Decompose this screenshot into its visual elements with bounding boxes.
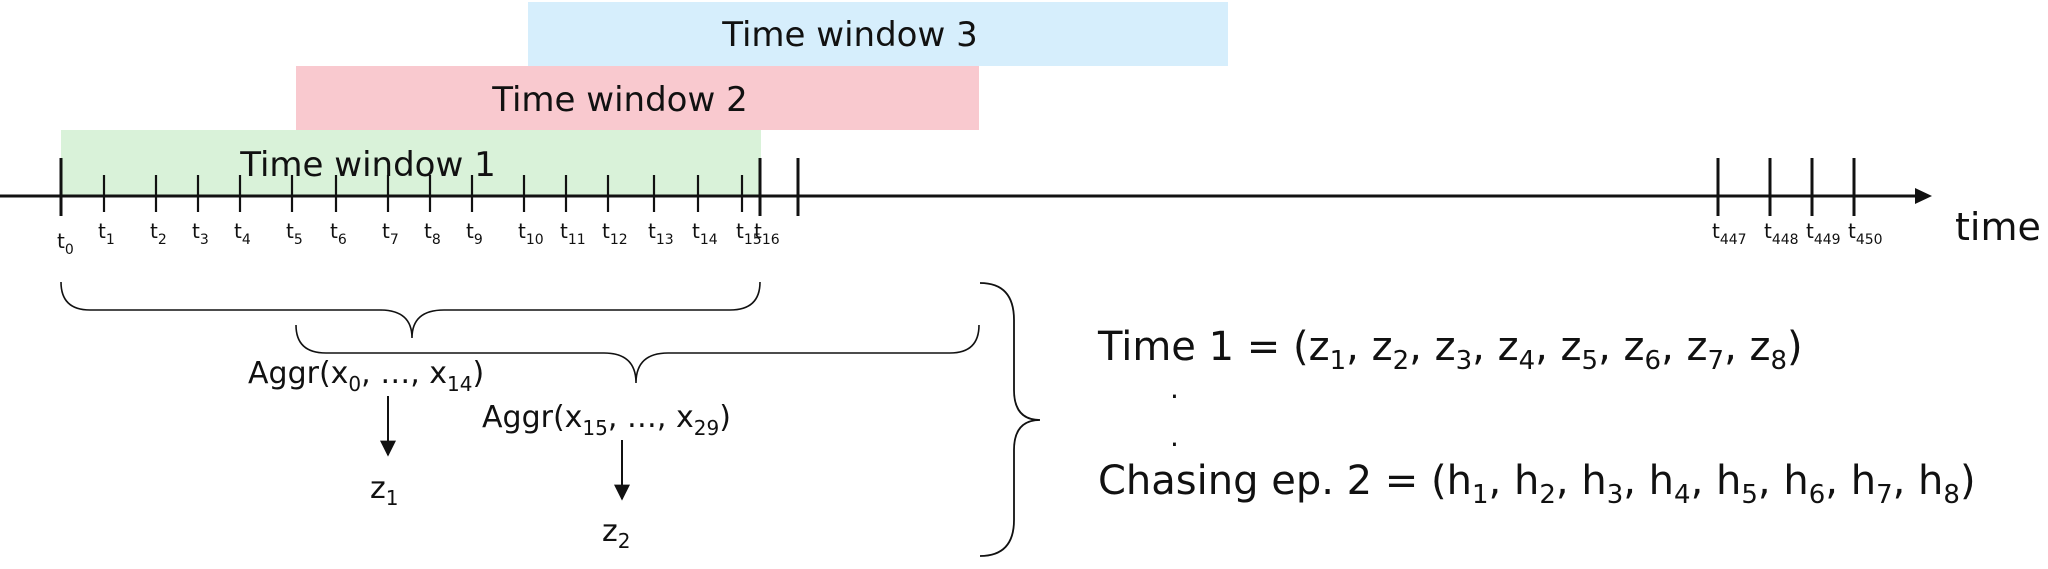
tick-label: t10 bbox=[518, 219, 544, 248]
axis-ticks bbox=[59, 158, 1856, 216]
time-axis-label: time bbox=[1955, 205, 2041, 249]
time-window-1-bar bbox=[61, 130, 761, 195]
output-z1: z1 bbox=[370, 471, 398, 510]
tick-label: t8 bbox=[424, 219, 441, 248]
tick-label: t5 bbox=[286, 219, 303, 248]
tick-label: t3 bbox=[192, 219, 209, 248]
tick-label: t9 bbox=[466, 219, 483, 248]
aggregation-2-text: Aggr(x15, …, x29) bbox=[482, 400, 731, 440]
tick-label: t1 bbox=[98, 219, 115, 248]
vertical-right-brace bbox=[979, 282, 1041, 557]
tick-label: t13 bbox=[648, 219, 674, 248]
time-window-2-label: Time window 2 bbox=[491, 80, 747, 120]
tick-label: t11 bbox=[560, 219, 586, 248]
tick-label: t2 bbox=[150, 219, 167, 248]
axis-tick-labels: t0 t1 t2 t3 t4 t5 t6 t7 t8 t9 t10 t11 t12 t13 t14 t15t1… bbox=[57, 219, 1883, 258]
tick-label: t12 bbox=[602, 219, 628, 248]
equation-time-1: Time 1 = (z1, z2, z3, z4, z5, z6, z7, z8… bbox=[1097, 324, 1803, 376]
tick-label: t6 bbox=[330, 219, 347, 248]
time-window-2-bar bbox=[296, 66, 979, 130]
window-2-brace bbox=[295, 324, 980, 384]
time-axis-arrowhead bbox=[1915, 188, 1932, 204]
tick-label: t16 bbox=[754, 219, 780, 248]
tick-label: t15 bbox=[736, 219, 762, 248]
tick-label: t447 bbox=[1712, 219, 1747, 248]
tick-label: t0 bbox=[57, 229, 74, 258]
tick-label: t449 bbox=[1806, 219, 1841, 248]
ellipsis-dot-2: . bbox=[1170, 420, 1179, 453]
output-z2: z2 bbox=[602, 514, 630, 553]
window-1-brace bbox=[60, 281, 761, 339]
tick-label: t448 bbox=[1764, 219, 1799, 248]
time-window-3-label: Time window 3 bbox=[721, 15, 977, 55]
tick-label: t14 bbox=[692, 219, 718, 248]
tick-label: t7 bbox=[382, 219, 399, 248]
ellipsis-dot-1: . bbox=[1170, 372, 1179, 405]
tick-label: t4 bbox=[234, 219, 251, 248]
time-window-3-bar bbox=[528, 2, 1228, 66]
equation-chasing-ep-2: Chasing ep. 2 = (h1, h2, h3, h4, h5, h6,… bbox=[1098, 458, 1976, 510]
time-window-1-label: Time window 1 bbox=[239, 145, 495, 185]
tick-label: t450 bbox=[1848, 219, 1883, 248]
aggregation-1-text: Aggr(x0, …, x14) bbox=[248, 356, 484, 396]
